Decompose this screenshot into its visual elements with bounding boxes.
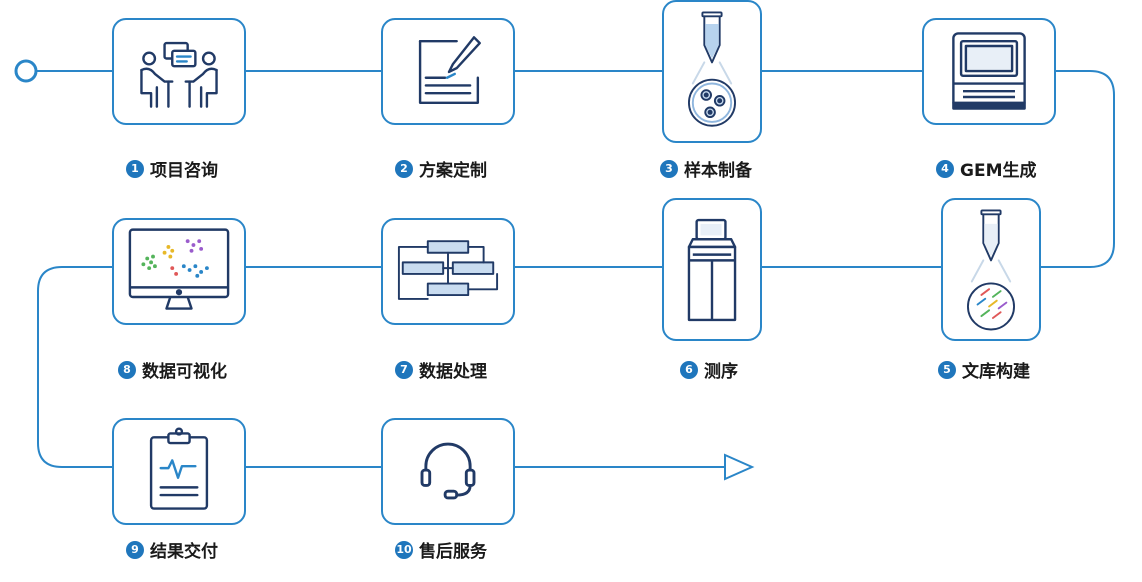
flowchart-icon — [397, 240, 499, 300]
step-label-1: 1 项目咨询 — [126, 156, 218, 181]
library-tube-icon — [967, 209, 1015, 331]
consultation-icon — [140, 41, 218, 108]
step-label-3: 3 样本制备 — [660, 156, 752, 181]
step-title: 售后服务 — [419, 542, 487, 562]
step-title: 结果交付 — [150, 542, 218, 562]
sequencer-icon — [687, 218, 737, 322]
step-card-delivery — [112, 418, 246, 525]
step-title: 方案定制 — [419, 161, 487, 181]
step-number-badge: 1 — [126, 159, 144, 178]
monitor-scatter-icon — [128, 228, 230, 310]
step-number-badge: 7 — [395, 360, 413, 379]
step-title: GEM生成 — [960, 161, 1037, 181]
step-number-badge: 6 — [680, 360, 698, 379]
step-card-library — [941, 198, 1041, 341]
step-label-5: 5 文库构建 — [938, 357, 1030, 382]
clipboard-pulse-icon — [149, 427, 209, 510]
headset-icon — [420, 442, 476, 500]
step-number-badge: 3 — [660, 159, 678, 178]
instrument-icon — [952, 32, 1026, 110]
step-number-badge: 8 — [118, 360, 136, 379]
step-title: 文库构建 — [962, 362, 1030, 382]
step-label-6: 6 测序 — [680, 357, 738, 382]
step-label-9: 9 结果交付 — [126, 537, 218, 562]
step-card-visualization — [112, 218, 246, 325]
step-title: 测序 — [704, 362, 738, 382]
step-label-4: 4 GEM生成 — [936, 156, 1036, 181]
step-number-badge: 4 — [936, 159, 954, 178]
step-card-aftersales — [381, 418, 515, 525]
step-card-processing — [381, 218, 515, 325]
step-card-sample — [662, 0, 762, 143]
step-card-sequencing — [662, 198, 762, 341]
step-number-badge: 9 — [126, 540, 144, 559]
step-card-gem — [922, 18, 1056, 125]
step-number-badge: 2 — [395, 159, 413, 178]
flow-end-arrow — [724, 453, 755, 481]
document-pen-icon — [418, 36, 481, 104]
step-number-badge: 5 — [938, 360, 956, 379]
step-title: 数据处理 — [419, 362, 487, 382]
step-label-8: 8 数据可视化 — [118, 357, 227, 382]
flow-start-circle — [14, 59, 38, 83]
step-card-consultation — [112, 18, 246, 125]
step-label-7: 7 数据处理 — [395, 357, 487, 382]
step-title: 样本制备 — [684, 161, 752, 181]
step-number-badge: 10 — [395, 540, 413, 559]
step-label-2: 2 方案定制 — [395, 156, 487, 181]
step-card-plan — [381, 18, 515, 125]
step-title: 数据可视化 — [142, 362, 227, 382]
sample-tube-icon — [688, 11, 736, 127]
step-label-10: 10 售后服务 — [395, 537, 487, 562]
step-title: 项目咨询 — [150, 161, 218, 181]
